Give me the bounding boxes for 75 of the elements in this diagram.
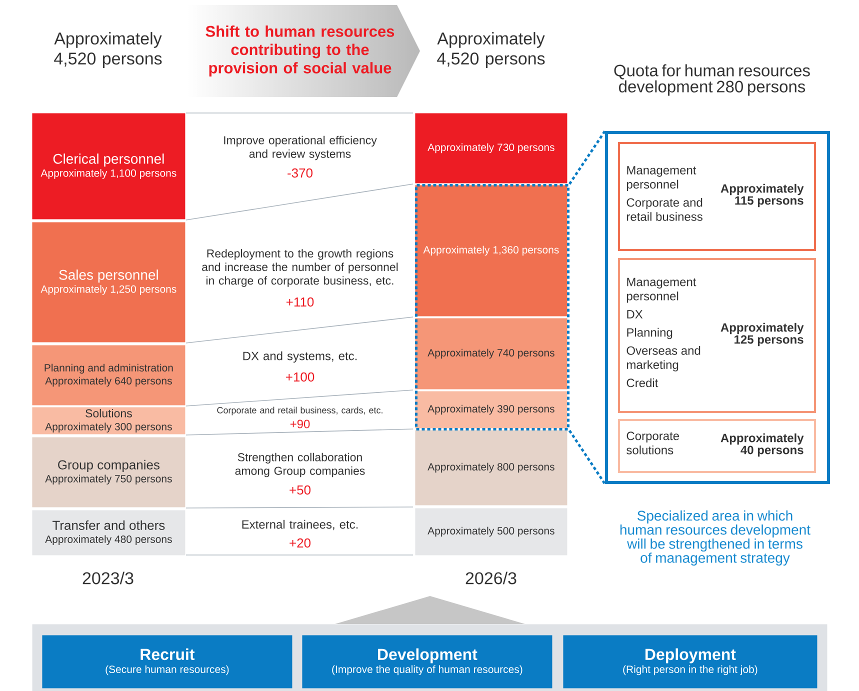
change-value: -370 <box>288 168 312 178</box>
category-box <box>42 635 292 688</box>
area-name: Corporate and retail business <box>626 198 702 221</box>
bar-segment <box>415 318 568 390</box>
box-title: Development <box>378 648 478 664</box>
bar-segment <box>32 222 186 342</box>
headcount: Approximately 740 persons <box>428 348 554 359</box>
caption-text: Specialized area in which human resources development will be strengthened in terms of management strategy <box>620 510 810 566</box>
bar-segment <box>415 185 568 316</box>
leader-line <box>568 130 606 185</box>
category-box <box>563 635 818 688</box>
box-title: Recruit <box>140 648 195 660</box>
box-subtitle: Approximately 300 persons <box>45 422 172 432</box>
headcount: Approximately 800 persons <box>428 462 554 473</box>
headcount: Approximately 390 persons <box>428 404 554 415</box>
box-title: Planning and administration <box>44 364 173 374</box>
box-subtitle: Approximately 750 persons <box>45 474 172 484</box>
quota-count: Approximately 40 persons <box>720 433 804 457</box>
quota-count: Approximately 115 persons <box>720 184 804 208</box>
panel-heading: Quota for human resources development 280 persons <box>614 64 810 96</box>
box-subtitle: Approximately 480 persons <box>45 535 172 545</box>
bar-segment <box>32 510 186 556</box>
dotted-outline <box>415 184 570 430</box>
bar-segment <box>32 113 186 220</box>
bar-segment <box>415 430 568 506</box>
quota-count: Approximately 125 persons <box>720 322 804 346</box>
category-box <box>302 635 552 688</box>
box-title: Clerical personnel <box>53 154 164 167</box>
area-name: Corporate solutions <box>626 432 680 454</box>
total-headcount: Approximately 4,520 persons <box>54 32 162 68</box>
change-description: Improve operational efficiency and review systems <box>224 136 377 160</box>
area-name: Management personnel <box>626 278 696 303</box>
quota-box <box>618 258 816 413</box>
bar-segment <box>32 345 186 406</box>
change-description: Redeployment to the growth regions and increase the number of personnel in charge of corporate business, etc. <box>202 249 398 287</box>
bar-segment <box>32 407 186 434</box>
bar-segment <box>415 508 568 556</box>
bar-segment <box>32 437 186 508</box>
leader-line <box>568 430 606 485</box>
box-subtitle: Approximately 1,100 persons <box>40 169 176 179</box>
box-title: Group companies <box>58 460 160 472</box>
banner-arrow: Shift to human resources contributing to the provision of social value <box>206 26 394 77</box>
quota-box <box>618 419 816 473</box>
headcount: Approximately 730 persons <box>428 143 554 154</box>
year-label: 2023/3 <box>82 572 134 584</box>
area-name: DX <box>627 310 643 318</box>
quota-box <box>618 142 816 251</box>
total-headcount: Approximately 4,520 persons <box>437 32 545 68</box>
box-title: Solutions <box>86 408 132 418</box>
change-description: Strengthen collaboration among Group companies <box>235 452 365 478</box>
change-description: Corporate and retail business, cards, etc. <box>217 406 382 416</box>
area-name: Planning <box>627 328 672 340</box>
change-value: +90 <box>290 420 310 428</box>
change-value: +110 <box>286 297 314 307</box>
box-title: Deployment <box>646 648 736 664</box>
change-value: +100 <box>286 372 314 382</box>
change-value: +20 <box>290 538 311 548</box>
area-name: Credit <box>626 378 658 388</box>
bar-segment <box>415 391 568 428</box>
box-title: Sales personnel <box>59 270 158 283</box>
area-name: Overseas and marketing <box>626 346 700 372</box>
box-subtitle: Approximately 640 persons <box>45 376 172 387</box>
box-subtitle: (Secure human resources) <box>106 665 229 676</box>
year-label: 2026/3 <box>466 572 516 584</box>
box-subtitle: Approximately 1,250 persons <box>40 285 176 295</box>
headcount: Approximately 500 persons <box>428 526 554 537</box>
change-description: DX and systems, etc. <box>243 351 357 363</box>
box-subtitle: (Right person in the right job) <box>623 665 758 676</box>
headcount: Approximately 1,360 persons <box>423 246 559 256</box>
box-subtitle: (Improve the quality of human resources) <box>332 665 522 676</box>
bar-segment <box>415 113 568 184</box>
change-value: +50 <box>290 485 311 495</box>
change-description: External trainees, etc. <box>242 520 358 530</box>
box-title: Transfer and others <box>52 520 165 530</box>
area-name: Management personnel <box>626 166 696 191</box>
